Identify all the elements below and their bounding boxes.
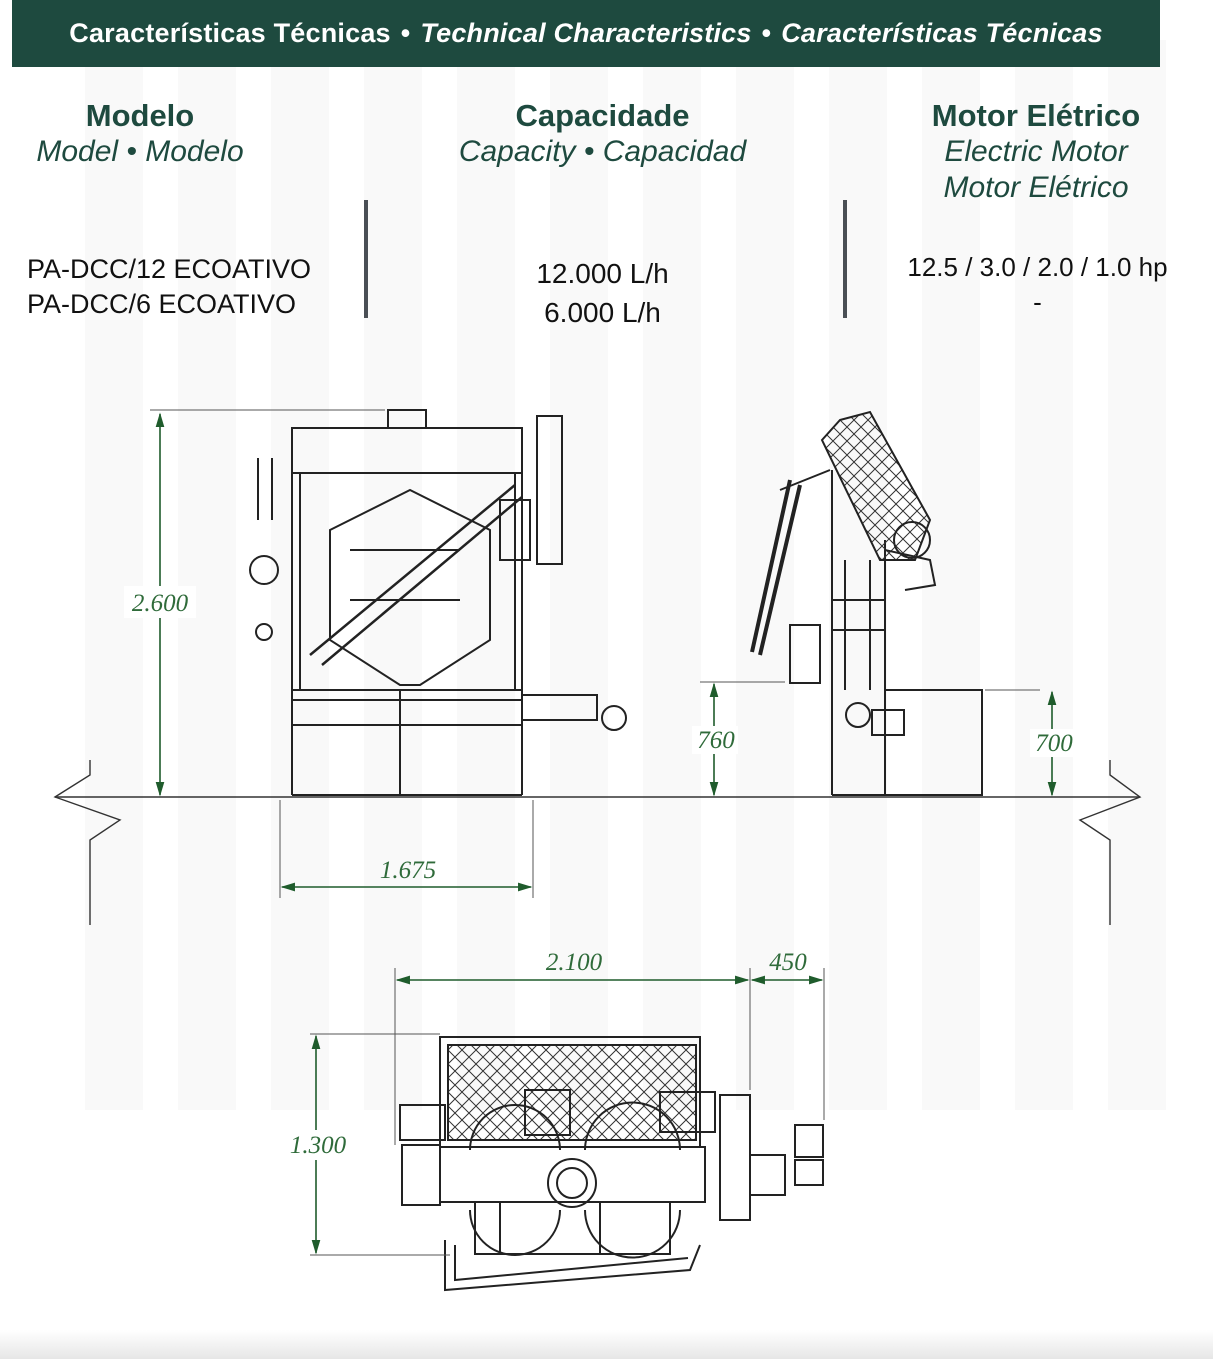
motor-subheading-1: Electric Motor [944, 135, 1128, 168]
model-subheading: Model • Modelo [36, 135, 244, 168]
capacity-value: 6.000 L/h [544, 297, 661, 328]
capacity-heading: Capacidade [515, 98, 690, 133]
motor-value: - [1033, 287, 1042, 317]
top-view-machine [399, 1036, 824, 1292]
capacity-column-heading: Capacidade Capacity • Capacidad [440, 98, 765, 170]
title-es: Características Técnicas [781, 18, 1103, 48]
motor-heading: Motor Elétrico [931, 98, 1141, 133]
discharge-right-dimension-label: 700 [1035, 730, 1073, 757]
title-en: Technical Characteristics [420, 18, 752, 48]
overhang-top-dimension-label: 450 [769, 949, 807, 976]
capacity-list: 12.000 L/h 6.000 L/h [470, 254, 735, 332]
side-view-machine [750, 410, 983, 796]
floor-line [53, 760, 1142, 925]
motor-value: 12.5 / 3.0 / 2.0 / 1.0 hp [907, 252, 1168, 282]
capacity-subheading: Capacity • Capacidad [458, 135, 747, 168]
motor-subheading-2: Motor Elétrico [943, 171, 1129, 204]
front-view-machine [249, 409, 627, 796]
discharge-left-dimension-label: 760 [697, 727, 735, 754]
capacity-value: 12.000 L/h [536, 258, 669, 289]
model-value: PA-DCC/6 ECOATIVO [27, 289, 297, 319]
title-pt: Características Técnicas [69, 18, 391, 48]
model-column-heading: Modelo Model • Modelo [20, 98, 260, 170]
motor-list: 12.5 / 3.0 / 2.0 / 1.0 hp - [880, 250, 1195, 320]
header-banner: Características Técnicas • Technical Cha… [12, 0, 1160, 67]
width-side-dimension-label: 1.675 [380, 857, 436, 884]
column-divider [364, 200, 368, 318]
model-heading: Modelo [85, 98, 195, 133]
depth-top-dimension-label: 1.300 [290, 1132, 347, 1159]
title-separator: • [400, 18, 411, 48]
column-divider [843, 200, 847, 318]
title-separator: • [761, 18, 772, 48]
extension-lines [150, 409, 1040, 1256]
model-list: PA-DCC/12 ECOATIVO PA-DCC/6 ECOATIVO [27, 252, 311, 322]
background-pattern [85, 40, 1175, 1110]
height-dimension-label: 2.600 [132, 590, 189, 617]
page-bottom-shadow [0, 1330, 1213, 1359]
motor-column-heading: Motor Elétrico Electric Motor Motor Elét… [900, 98, 1172, 206]
model-value: PA-DCC/12 ECOATIVO [27, 254, 312, 284]
length-top-dimension-label: 2.100 [546, 949, 603, 976]
